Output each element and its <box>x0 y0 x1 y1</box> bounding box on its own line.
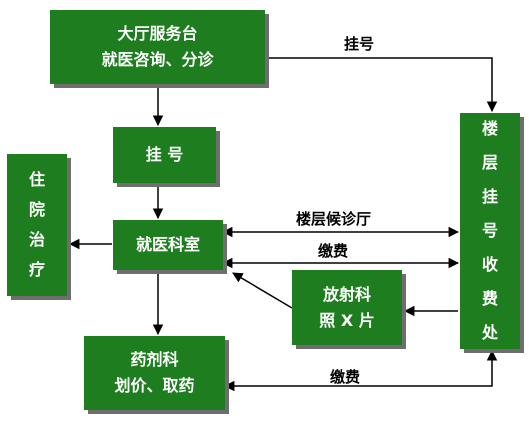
pharmacy-line2: 划价、取药 <box>114 376 195 395</box>
clinic-box: 就医科室 <box>113 220 223 270</box>
inpatient-box: 住 院 治 疗 <box>7 154 67 296</box>
pay-label-pharmacy: 缴费 <box>330 368 361 386</box>
floor-cashier-char: 楼 <box>481 119 498 138</box>
inpatient-char: 疗 <box>28 260 45 279</box>
arrow-radiology-to-clinic <box>232 272 293 309</box>
floor-cashier-char: 费 <box>481 289 498 308</box>
floor-cashier-char: 挂 <box>481 187 498 206</box>
lobby-line1: 大厅服务台 <box>117 24 198 43</box>
inpatient-char: 院 <box>28 200 45 219</box>
inpatient-char: 治 <box>28 230 45 249</box>
clinic-label: 就医科室 <box>135 235 200 254</box>
floor-cashier-char: 层 <box>481 153 498 172</box>
lobby-line2: 就医咨询、分诊 <box>101 50 214 69</box>
register-arrow-label: 挂号 <box>344 35 375 53</box>
radiology-line2: 照 X 片 <box>319 310 375 330</box>
floor-cashier-char: 处 <box>481 323 498 342</box>
arrow-lobby-to-floor-cashier <box>265 57 498 113</box>
arrow-pharmacy-pay <box>223 349 498 392</box>
registration-box: 挂 号 <box>113 127 216 183</box>
pharmacy-line1: 药剂科 <box>130 350 179 369</box>
pharmacy-box: 药剂科 划价、取药 <box>84 336 225 410</box>
pay-label-clinic: 缴费 <box>318 242 349 260</box>
radiology-line1: 放射科 <box>322 284 371 304</box>
radiology-box: 放射科 照 X 片 <box>292 270 402 345</box>
lobby-service-desk-box: 大厅服务台 就医咨询、分诊 <box>50 10 265 84</box>
floor-waiting-label: 楼层候诊厅 <box>296 210 372 228</box>
floor-cashier-char: 号 <box>481 221 498 240</box>
floor-cashier-box: 楼 层 挂 号 收 费 处 <box>460 113 520 349</box>
floor-cashier-char: 收 <box>481 255 498 274</box>
registration-label: 挂 号 <box>145 145 184 164</box>
inpatient-char: 住 <box>28 170 45 189</box>
